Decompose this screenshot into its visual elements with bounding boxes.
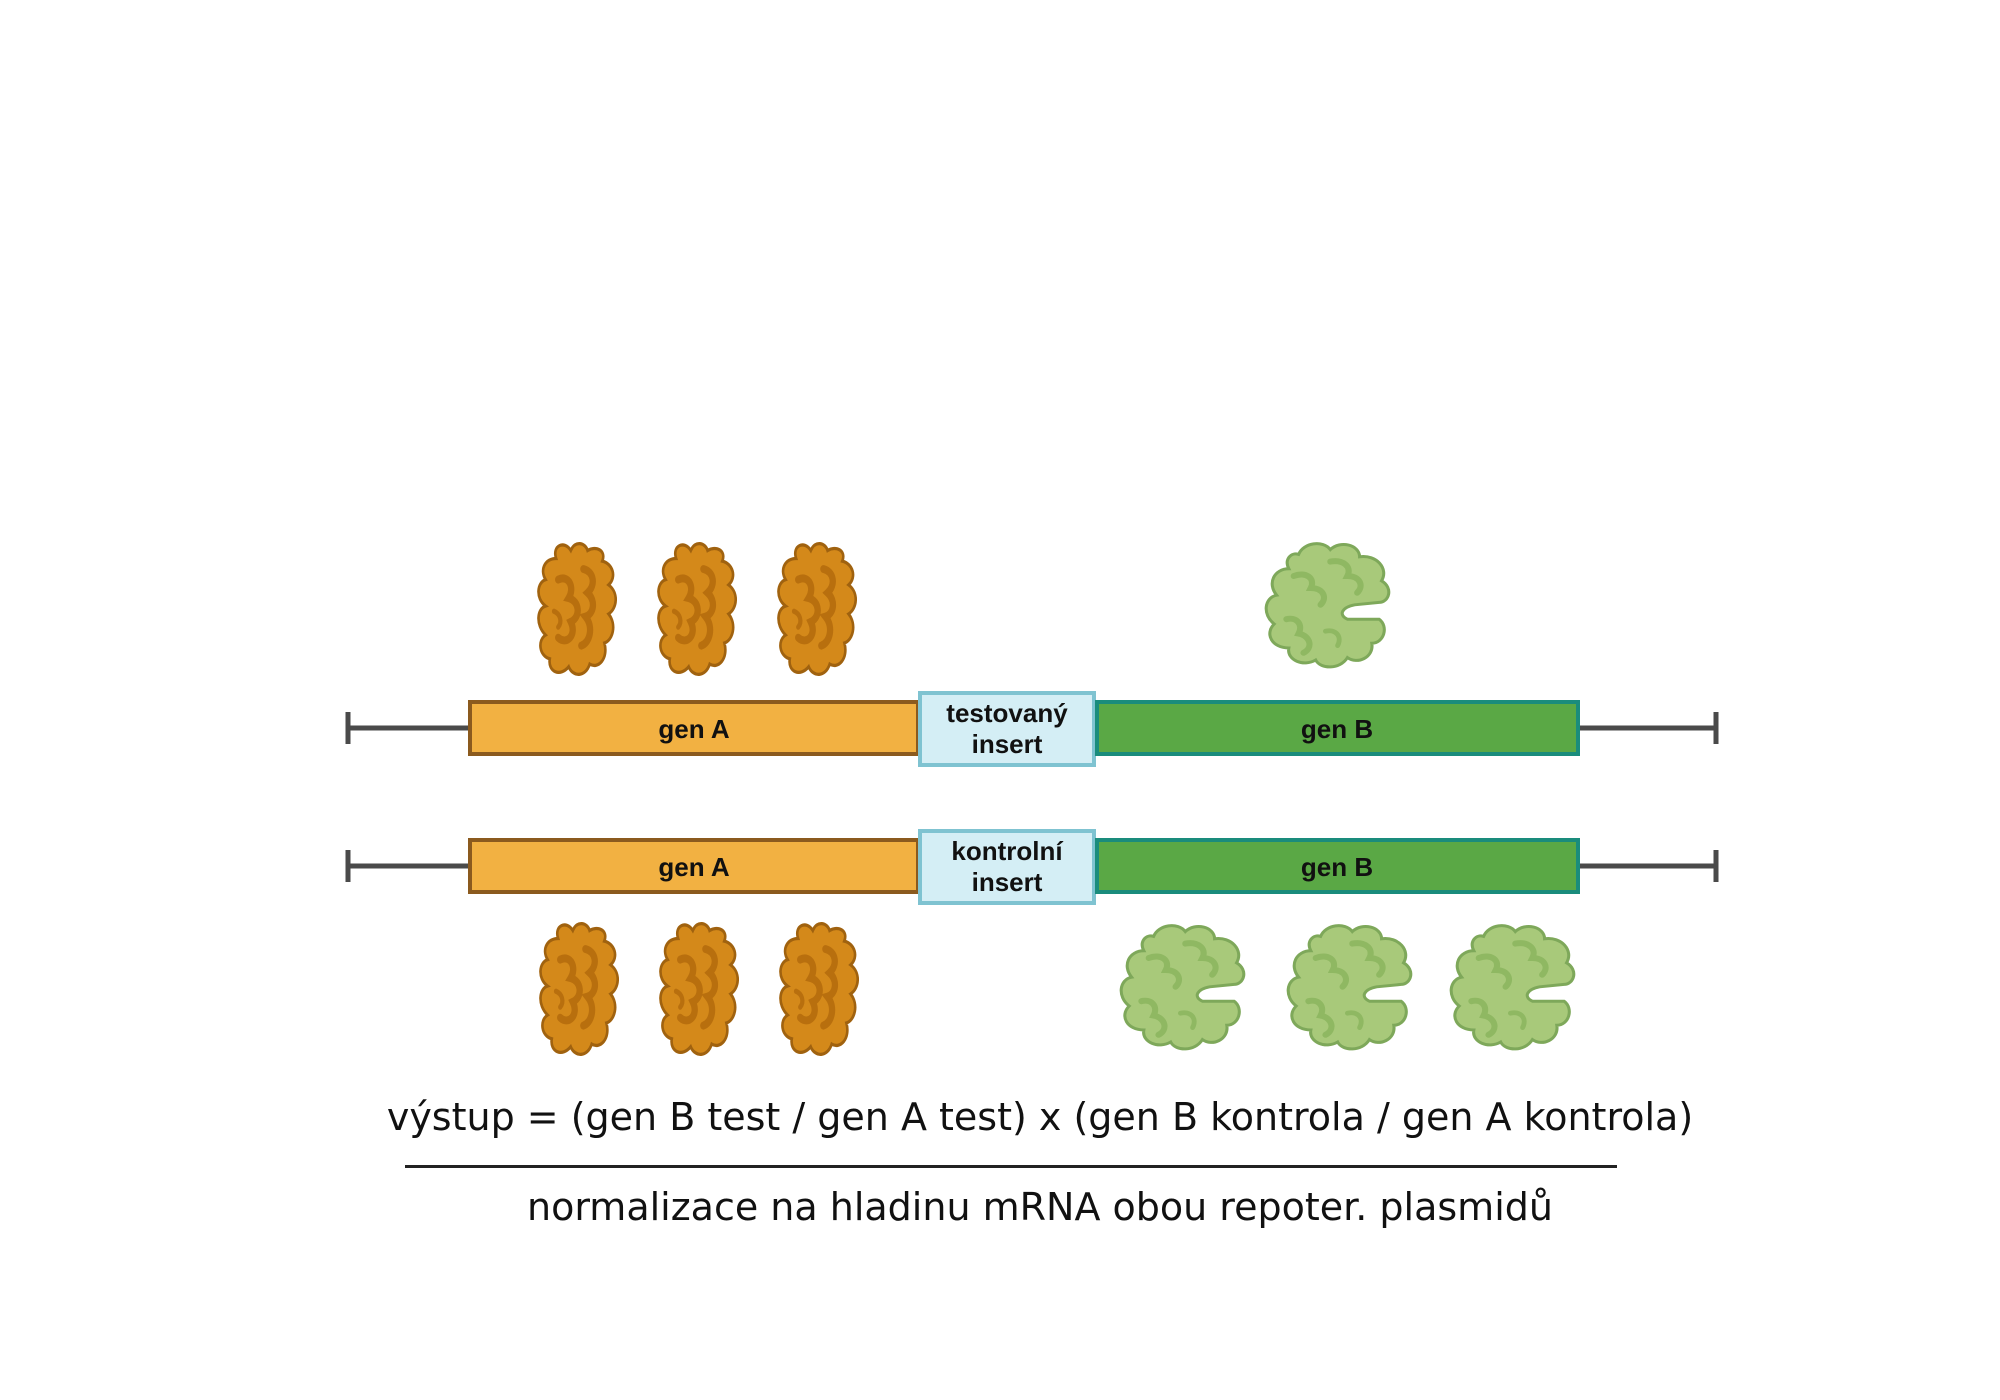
protein-blob-green-icon — [1451, 926, 1574, 1049]
gene-a-label: gen A — [658, 714, 729, 744]
protein-blob-orange-icon — [660, 924, 737, 1055]
protein-blob-green-icon — [1266, 544, 1389, 667]
gene-b-segment — [1095, 838, 1580, 894]
protein-blob-green-icon — [1288, 926, 1411, 1049]
gene-b-label: gen B — [1301, 714, 1373, 744]
protein-blob-orange-icon — [538, 544, 615, 675]
insert-segment — [918, 829, 1096, 905]
gene-b-label: gen B — [1301, 852, 1373, 882]
protein-blob-green-icon — [1121, 926, 1244, 1049]
protein-blob-orange-icon — [658, 544, 735, 675]
construct-control: gen A kontrolní insert gen B — [345, 829, 1719, 1055]
insert-label-line2: insert — [972, 729, 1043, 759]
gene-a-segment — [468, 700, 920, 756]
protein-blob-orange-icon — [540, 924, 617, 1055]
formula-denominator: normalizace na hladinu mRNA obou repoter… — [527, 1185, 1553, 1229]
fraction-bar — [405, 1165, 1617, 1168]
gene-a-label: gen A — [658, 852, 729, 882]
insert-label-line1: testovaný — [946, 698, 1068, 728]
insert-label-line1: kontrolní — [951, 836, 1063, 866]
protein-blob-orange-icon — [780, 924, 857, 1055]
protein-blob-orange-icon — [778, 544, 855, 675]
insert-segment — [918, 691, 1096, 767]
insert-label-line2: insert — [972, 867, 1043, 897]
construct-test: gen A testovaný insert gen B — [345, 544, 1719, 767]
formula-numerator: výstup = (gen B test / gen A test) x (ge… — [386, 1095, 1694, 1139]
gene-b-segment — [1095, 700, 1580, 756]
